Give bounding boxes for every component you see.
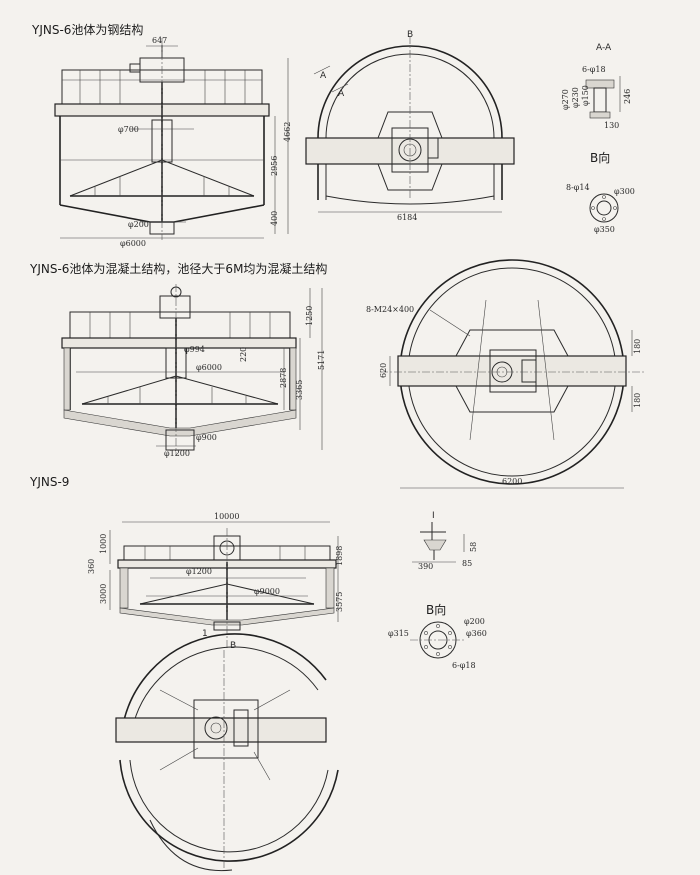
- section2-elevation: φ994 φ6000 φ900 φ1200 1250 220 2878 3365…: [61, 284, 326, 458]
- bview3-d200: φ200: [464, 617, 485, 626]
- sludge-pit-2: [165, 429, 195, 451]
- dim2-h3365: 3365: [295, 380, 304, 400]
- title-yjns-9: YJNS-9: [29, 475, 69, 489]
- bview3-title: B向: [426, 602, 446, 617]
- platform-bottom-2: [455, 385, 569, 413]
- dim3-h3575: 3575: [335, 592, 344, 612]
- detail-b-view-3: B向 φ200 φ315 φ360 6-φ18: [388, 602, 487, 670]
- plan2-d180b: 180: [633, 393, 642, 408]
- drive-motor-3: [204, 716, 228, 740]
- bview3-holes: 6-φ18: [452, 661, 476, 670]
- title-concrete-structure: YJNS-6池体为混凝土结构，池径大于6M均为混凝土结构: [29, 261, 327, 276]
- platform-top: [377, 111, 443, 139]
- section3-plan: [115, 633, 339, 872]
- dim3-phi9000: φ9000: [254, 587, 280, 596]
- aa-d270: φ270: [561, 89, 570, 110]
- dim3-h1000: 1000: [99, 534, 108, 554]
- dim3-w10000: 10000: [214, 512, 239, 521]
- dim3-h1898: 1898: [335, 546, 344, 566]
- dim-phi700: φ700: [118, 125, 139, 134]
- bridge-beam-3: [115, 717, 327, 743]
- plan2-bolts: 8-M24×400: [366, 305, 414, 314]
- dim2-h220: 220: [239, 347, 248, 362]
- bview1-d300: φ300: [614, 187, 635, 196]
- dim2-h5171: 5171: [317, 350, 326, 370]
- tank-outline-3-top: [121, 633, 327, 731]
- detail-i-title: I: [432, 511, 435, 521]
- scraper-truss-2: [81, 375, 279, 405]
- dim2-phi994: φ994: [184, 345, 205, 354]
- detail-i-58: 58: [469, 542, 478, 552]
- dim2-phi1200: φ1200: [164, 449, 190, 458]
- platform-top-2: [455, 329, 569, 357]
- aa-d150: φ150: [581, 85, 590, 106]
- mark-1: 1: [202, 629, 208, 639]
- label-b: B: [407, 30, 413, 40]
- dim-2956: 2956: [270, 156, 279, 176]
- dim2-h2878: 2878: [279, 368, 288, 388]
- section1-plan: 6184 B A A: [305, 30, 515, 222]
- dim-647: 647: [152, 36, 167, 45]
- section3-elevation: 10000 φ1200 φ9000 1000 360 3000 1898 357…: [87, 512, 344, 651]
- dim3-h3000: 3000: [99, 584, 108, 604]
- detail-i-85: 85: [462, 559, 472, 568]
- bview1-d350: φ350: [594, 225, 615, 234]
- railing-frame-2: [69, 311, 291, 339]
- dim2-h1250: 1250: [305, 306, 314, 326]
- bview1-holes: 8-φ14: [566, 183, 590, 192]
- aa-h246: 246: [623, 89, 632, 104]
- plan2-w6200: 6200: [502, 477, 522, 486]
- walkway-beam-2: [61, 337, 297, 349]
- tank-outline-3-bottom: [119, 759, 339, 862]
- aa-d230: φ230: [571, 87, 580, 108]
- detail-a-a: A-A 6-φ18 φ270 φ230 φ150 246 130: [561, 43, 632, 130]
- title-steel-structure: YJNS-6池体为钢结构: [31, 22, 143, 37]
- detail-b-view-1: B向 8-φ14 φ300 φ350: [566, 150, 635, 234]
- aa-w130: 130: [604, 121, 619, 130]
- mark-b: B: [230, 641, 236, 651]
- label-a2: A: [338, 89, 345, 99]
- dim3-phi1200: φ1200: [186, 567, 212, 576]
- dim3-h360: 360: [87, 559, 96, 574]
- drive-head-2: [159, 295, 191, 319]
- dim-phi200: φ200: [128, 220, 149, 229]
- drive-unit-3: [193, 699, 259, 759]
- platform-bottom: [377, 163, 443, 191]
- detail-i-390: 390: [418, 562, 433, 571]
- plan2-d620: 620: [379, 363, 388, 378]
- label-a1: A: [320, 71, 327, 81]
- aa-title: A-A: [596, 43, 612, 53]
- bview1-title: B向: [590, 150, 610, 165]
- aa-holes: 6-φ18: [582, 65, 606, 74]
- dim2-phi900: φ900: [196, 433, 217, 442]
- dim-4662: 4662: [283, 122, 292, 142]
- section2-plan: 8-M24×400 620 180 180 6200: [366, 259, 644, 489]
- dim2-phi6000: φ6000: [196, 363, 222, 372]
- detail-i: I 58 390 85: [412, 511, 478, 571]
- bview3-d360: φ360: [466, 629, 487, 638]
- section1-elevation: 647 φ700 φ200 φ6000 4662 2956 400: [54, 36, 292, 248]
- dim-phi6000: φ6000: [120, 239, 146, 248]
- dim-400: 400: [270, 211, 279, 226]
- plan2-d180a: 180: [633, 339, 642, 354]
- bview3-d315: φ315: [388, 629, 409, 638]
- dim-6184: 6184: [397, 213, 417, 222]
